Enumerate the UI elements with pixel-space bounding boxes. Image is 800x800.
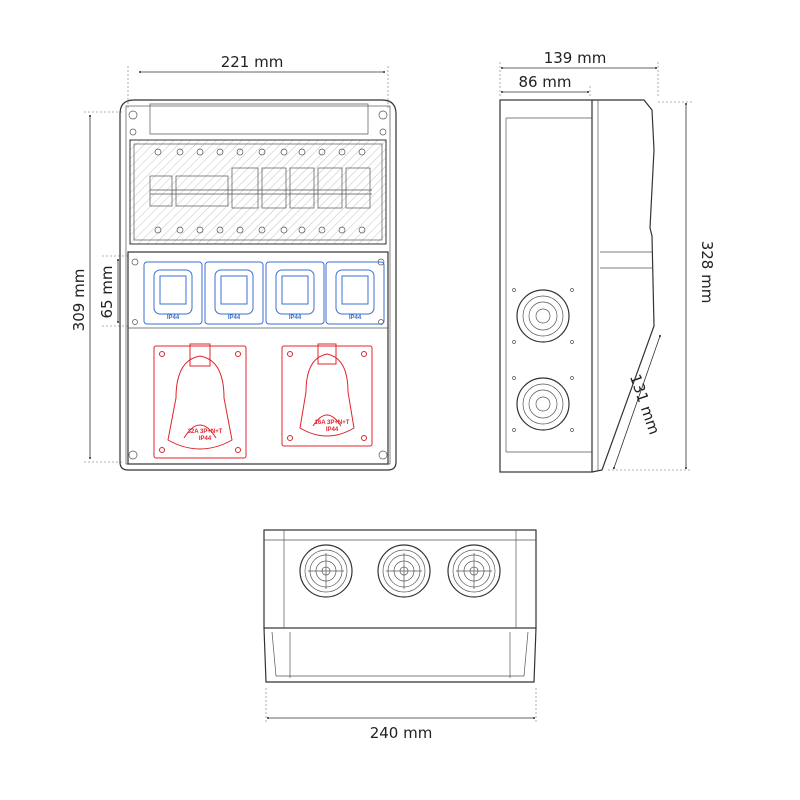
front-width-label: 221 mm: [221, 53, 284, 71]
red-socket-32a-rating: 32A 3P+N+T: [188, 429, 223, 435]
side-cable-gland-bottom: [512, 376, 574, 432]
bottom-cable-gland-1: [299, 544, 353, 598]
red-socket-16a: 16A 3P+N+T IP44: [281, 343, 373, 447]
side-height-label: 328 mm: [698, 241, 716, 304]
red-socket-32a-ip: IP44: [199, 436, 212, 442]
side-cable-gland-top: [512, 288, 574, 344]
front-view: 221 mm 309 mm 65 mm: [70, 53, 397, 471]
blue-socket-4: IP44: [325, 261, 385, 325]
red-socket-16a-rating: 16A 3P+N+T: [315, 420, 350, 426]
side-depth-label: 139 mm: [544, 49, 607, 67]
bottom-cable-gland-2: [377, 544, 431, 598]
blue-socket-3: IP44: [265, 261, 325, 325]
bottom-view: 240 mm: [263, 529, 537, 742]
side-view: 139 mm 86 mm 328 mm 131 mm: [499, 49, 716, 473]
blue-socket-4-label: IP44: [349, 315, 362, 321]
side-slope-label: 131 mm: [626, 372, 663, 437]
red-socket-32a: 32A 3P+N+T IP44: [153, 343, 247, 459]
bottom-width-label: 240 mm: [370, 724, 433, 742]
red-socket-16a-ip: IP44: [326, 427, 339, 433]
front-height-label: 309 mm: [70, 269, 88, 332]
blue-socket-1: IP44: [143, 261, 203, 325]
blue-socket-1-label: IP44: [167, 315, 180, 321]
side-inner-depth-label: 86 mm: [518, 73, 571, 91]
blue-socket-3-label: IP44: [289, 315, 302, 321]
side-slope-dimension-line: [612, 334, 662, 470]
front-section-label: 65 mm: [98, 265, 116, 318]
terminal-screws: [154, 148, 366, 234]
bottom-cable-gland-3: [447, 544, 501, 598]
blue-socket-2: IP44: [204, 261, 264, 325]
blue-socket-2-label: IP44: [228, 315, 241, 321]
breaker-modules: [149, 167, 372, 209]
